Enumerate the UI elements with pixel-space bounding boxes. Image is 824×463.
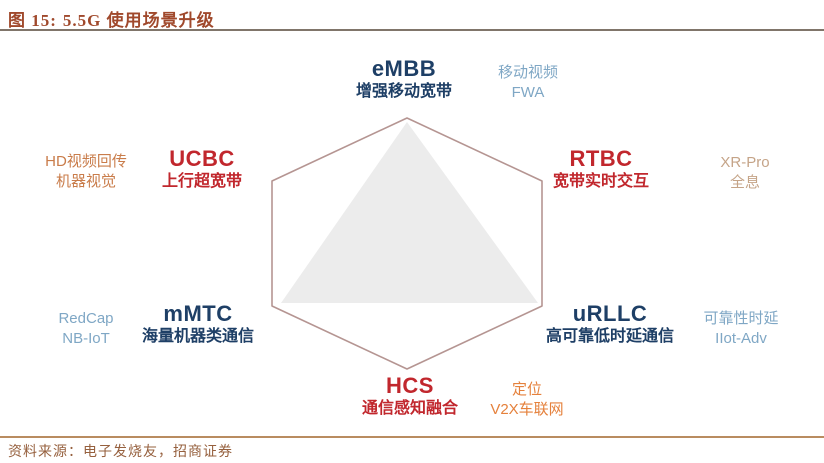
node-rtbc: RTBC 宽带实时交互 bbox=[553, 146, 649, 192]
annotation-line: RedCap bbox=[58, 310, 114, 327]
annotation-line: V2X车联网 bbox=[490, 400, 564, 418]
annotation-line: FWA bbox=[511, 83, 545, 101]
annotation-ucbc: HD视频回传 机器视觉 bbox=[45, 152, 127, 191]
node-urllc: uRLLC 高可靠低时延通信 bbox=[546, 301, 674, 347]
node-mmtc: mMTC 海量机器类通信 bbox=[142, 301, 254, 347]
figure-header: 图 15: 5.5G 使用场景升级 bbox=[0, 0, 824, 31]
page-title: 图 15: 5.5G 使用场景升级 bbox=[8, 6, 215, 31]
annotation-mmtc: RedCap NB-IoT bbox=[58, 309, 113, 348]
triangle-shape bbox=[281, 122, 538, 303]
node-ucbc-abbr: UCBC bbox=[169, 146, 235, 171]
node-ucbc-label: 上行超宽带 bbox=[161, 173, 243, 191]
node-mmtc-abbr: mMTC bbox=[163, 301, 233, 326]
annotation-embb: 移动视频 FWA bbox=[498, 63, 558, 102]
node-hcs-abbr: HCS bbox=[386, 373, 434, 398]
annotation-line: 移动视频 bbox=[497, 64, 559, 81]
annotation-line: 可靠性时延 bbox=[703, 310, 779, 327]
annotation-line: XR-Pro bbox=[720, 154, 770, 171]
hexagon-shape bbox=[271, 117, 543, 370]
annotation-hcs: 定位 V2X车联网 bbox=[490, 380, 563, 419]
annotation-line: 全息 bbox=[729, 173, 760, 191]
source-label: 资料来源： bbox=[8, 445, 83, 460]
node-embb-label: 增强移动宽带 bbox=[355, 83, 453, 101]
node-hcs: HCS 通信感知融合 bbox=[362, 373, 458, 419]
node-embb: eMBB 增强移动宽带 bbox=[356, 56, 452, 102]
node-embb-abbr: eMBB bbox=[371, 56, 437, 81]
source-note: 资料来源：电子发烧友，招商证券 bbox=[8, 441, 233, 461]
node-rtbc-label: 宽带实时交互 bbox=[552, 173, 650, 191]
node-rtbc-abbr: RTBC bbox=[569, 146, 633, 171]
annotation-line: 定位 bbox=[511, 381, 543, 398]
source-text: 电子发烧友，招商证券 bbox=[83, 445, 233, 460]
node-mmtc-label: 海量机器类通信 bbox=[141, 328, 255, 346]
node-hcs-label: 通信感知融合 bbox=[361, 400, 459, 418]
node-urllc-label: 高可靠低时延通信 bbox=[545, 328, 675, 346]
annotation-line: NB-IoT bbox=[62, 329, 110, 347]
figure-footer: 资料来源：电子发烧友，招商证券 bbox=[0, 436, 824, 463]
annotation-line: IIot-Adv bbox=[715, 329, 767, 347]
figure-number: 图 15: bbox=[8, 11, 57, 30]
annotation-line: HD视频回传 bbox=[45, 153, 127, 170]
annotation-rtbc: XR-Pro 全息 bbox=[720, 153, 769, 192]
node-urllc-abbr: uRLLC bbox=[572, 301, 648, 326]
figure-title-text: 5.5G 使用场景升级 bbox=[62, 11, 215, 30]
annotation-urllc: 可靠性时延 IIot-Adv bbox=[703, 309, 778, 348]
annotation-line: 机器视觉 bbox=[55, 172, 117, 190]
node-ucbc: UCBC 上行超宽带 bbox=[162, 146, 242, 192]
